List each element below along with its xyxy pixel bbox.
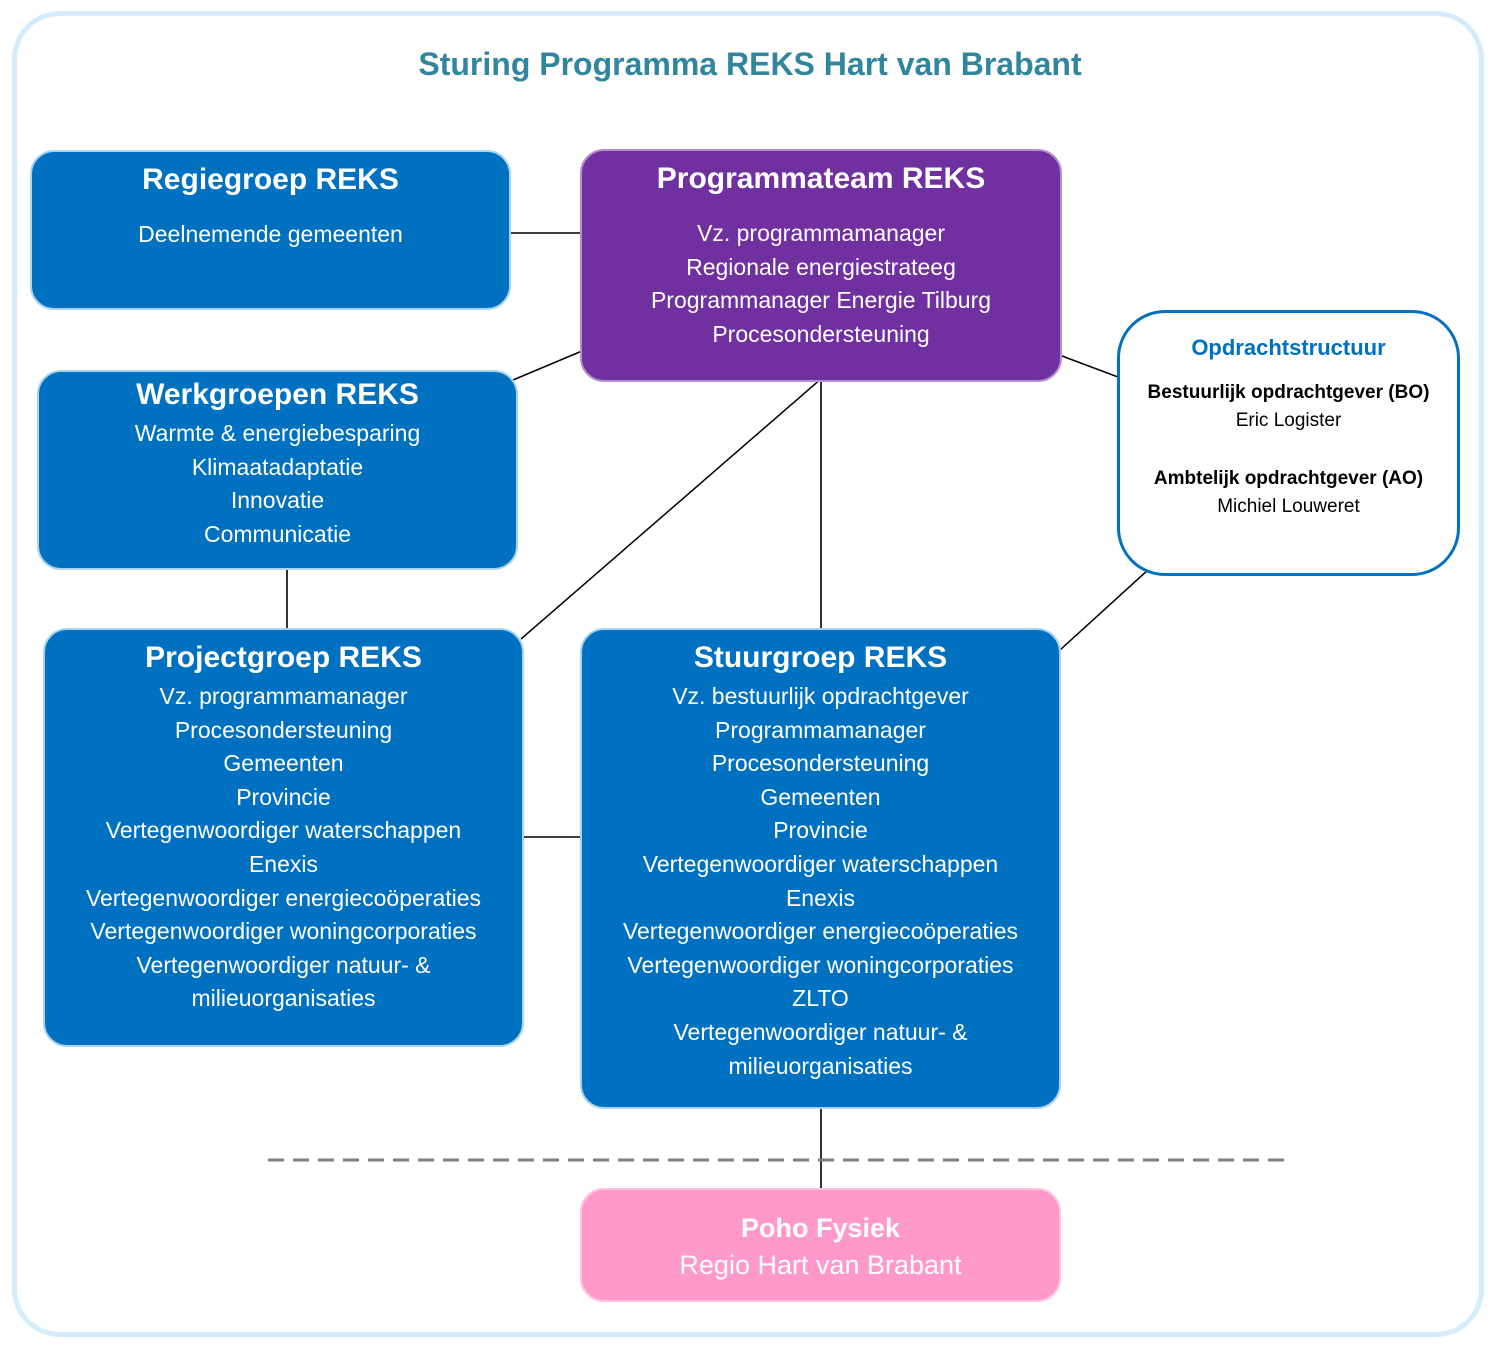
poho-subtitle: Regio Hart van Brabant <box>679 1250 962 1280</box>
member-item: ZLTO <box>792 985 849 1012</box>
member-item: Gemeenten <box>760 783 881 810</box>
member-item: Warmte & energiebesparing <box>134 420 421 446</box>
opdrachtgever-entry: Ambtelijk opdrachtgever (AO) Michiel Lou… <box>1120 465 1457 521</box>
member-item: Programmamanager <box>715 716 926 743</box>
connector-programmateam-opdrachtstructuur <box>1061 355 1119 378</box>
member-item: Vertegenwoordiger natuur- & <box>136 951 431 978</box>
regiegroep-heading: Regiegroep REKS <box>142 163 399 196</box>
member-item: Vertegenwoordiger waterschappen <box>642 850 999 877</box>
member-item: Vz. bestuurlijk opdrachtgever <box>672 683 969 709</box>
member-item: Communicatie <box>204 520 351 547</box>
member-item: Vertegenwoordiger energiecoöperaties <box>622 918 1019 945</box>
werkgroepen-members: Warmte & energiebesparing Klimaatadaptat… <box>39 417 516 551</box>
stuurgroep-box: Stuurgroep REKS Vz. bestuurlijk opdracht… <box>580 628 1061 1109</box>
programmateam-members: Vz. programmamanager Regionale energiest… <box>582 217 1060 351</box>
projectgroep-heading: Projectgroep REKS <box>145 641 422 674</box>
opdrachtgever-role: Ambtelijk opdrachtgever (AO) <box>1153 468 1424 489</box>
member-item: Gemeenten <box>223 750 344 777</box>
member-item: Enexis <box>785 884 856 911</box>
projectgroep-members: Vz. programmamanager Procesondersteuning… <box>45 680 522 1016</box>
werkgroepen-heading: Werkgroepen REKS <box>136 378 419 411</box>
werkgroepen-box: Werkgroepen REKS Warmte & energiebespari… <box>37 370 518 570</box>
opdrachtgever-person: Eric Logister <box>1235 410 1342 431</box>
poho-fysiek-box: Poho Fysiek Regio Hart van Brabant <box>580 1188 1061 1302</box>
member-item: Provincie <box>773 817 868 844</box>
member-item: Vertegenwoordiger natuur- & <box>673 1018 968 1045</box>
connector-werkgroepen-programmateam <box>512 350 583 381</box>
member-item: Vertegenwoordiger woningcorporaties <box>627 951 1014 978</box>
opdrachtgever-role: Bestuurlijk opdrachtgever (BO) <box>1147 382 1430 403</box>
regiegroep-members: Deelnemende gemeenten <box>32 218 509 252</box>
member-item: Provincie <box>236 783 331 810</box>
member-item: Klimaatadaptatie <box>191 453 364 480</box>
member-item: Deelnemende gemeenten <box>138 221 403 247</box>
diagram-frame <box>12 11 1484 1337</box>
opdrachtgever-person: Michiel Louweret <box>1217 496 1360 517</box>
member-item: milieuorganisaties <box>728 1052 913 1079</box>
connector-programmateam-projectgroep <box>520 377 823 640</box>
programmateam-box: Programmateam REKS Vz. programmamanager … <box>580 149 1062 382</box>
member-item: Vertegenwoordiger woningcorporaties <box>90 918 477 945</box>
member-item: Vz. programmamanager <box>697 220 945 246</box>
member-item: Vertegenwoordiger waterschappen <box>105 817 462 844</box>
opdrachtgever-entry: Bestuurlijk opdrachtgever (BO) Eric Logi… <box>1120 379 1457 435</box>
member-item: Procesondersteuning <box>174 716 393 743</box>
member-item: Programmanager Energie Tilburg <box>650 287 992 314</box>
stuurgroep-heading: Stuurgroep REKS <box>693 641 948 674</box>
projectgroep-box: Projectgroep REKS Vz. programmamanager P… <box>43 628 524 1047</box>
member-item: Procesondersteuning <box>711 750 930 777</box>
member-item: Procesondersteuning <box>712 320 930 347</box>
diagram-title: Sturing Programma REKS Hart van Brabant <box>418 46 1082 82</box>
stuurgroep-members: Vz. bestuurlijk opdrachtgever Programmam… <box>582 680 1059 1083</box>
member-item: milieuorganisaties <box>191 985 376 1012</box>
programmateam-heading: Programmateam REKS <box>656 162 986 195</box>
opdrachtstructuur-box: Opdrachtstructuur Bestuurlijk opdrachtge… <box>1117 310 1460 576</box>
member-item: Regionale energiestrateeg <box>686 253 956 280</box>
connector-opdrachtstructuur-stuurgroep <box>1059 568 1150 651</box>
opdrachtstructuur-heading: Opdrachtstructuur <box>1191 335 1386 360</box>
poho-heading: Poho Fysiek <box>740 1213 901 1243</box>
member-item: Vz. programmamanager <box>159 683 408 709</box>
member-item: Vertegenwoordiger energiecoöperaties <box>85 884 482 911</box>
member-item: Enexis <box>248 850 319 877</box>
regiegroep-box: Regiegroep REKS Deelnemende gemeenten <box>30 150 511 310</box>
member-item: Innovatie <box>230 487 325 514</box>
